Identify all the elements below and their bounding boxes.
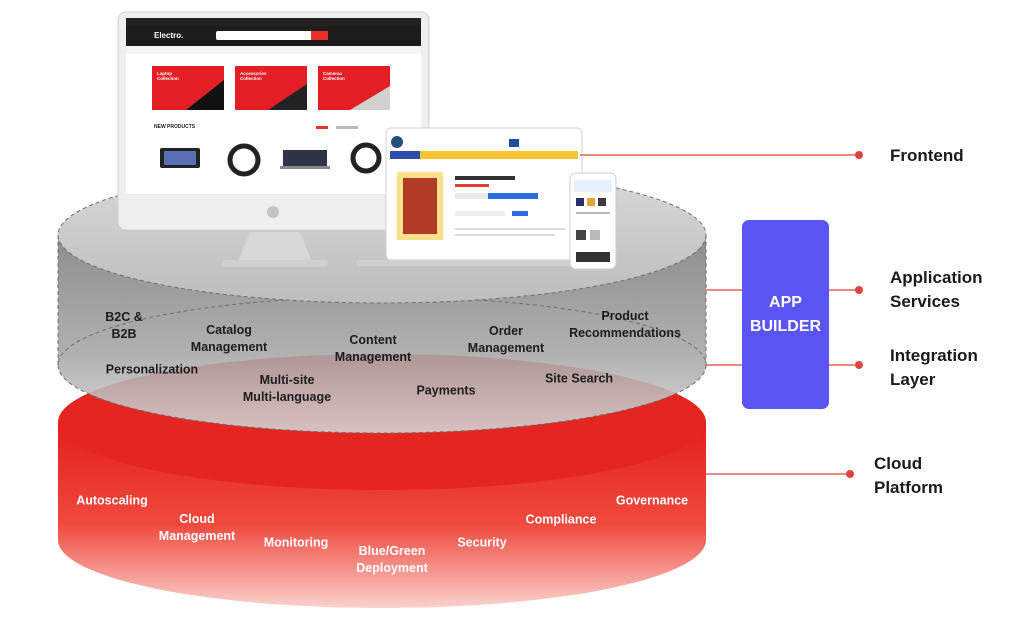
laptop-mockup (356, 127, 606, 266)
phone-mockup (569, 172, 617, 270)
label-frontend: Frontend (890, 146, 964, 165)
new-products-heading: NEW PRODUCTS (154, 124, 196, 130)
feature-site-search: Site Search (544, 371, 614, 386)
promo-cameras: Cameras Collection (323, 71, 345, 81)
connector-integration-layer (706, 361, 863, 369)
apple-logo-icon (267, 206, 279, 218)
feature-content-management: Content Management (334, 333, 412, 364)
label-cloud-platform: Cloud Platform (874, 454, 943, 497)
app-builder-block: APP BUILDER (742, 220, 829, 409)
storefront-logo: Electro. (154, 31, 184, 40)
feature-cloud-management: Cloud Management (158, 512, 236, 543)
feature-catalog-management: Catalog Management (190, 323, 268, 354)
app-builder-line2: BUILDER (749, 317, 822, 335)
feature-product-recommendations: Product Recommendations (569, 309, 681, 340)
desktop-monitor (117, 11, 430, 267)
app-builder-line1: APP (769, 293, 802, 311)
connector-application-services (706, 286, 863, 294)
feature-multi-site: Multi-site Multi-language (242, 373, 332, 404)
connector-frontend (580, 151, 863, 159)
feature-security: Security (457, 535, 507, 550)
feature-order-management: Order Management (467, 324, 545, 355)
feature-monitoring: Monitoring (263, 535, 329, 550)
feature-compliance: Compliance (525, 512, 597, 527)
promo-accessories: Accessories Collection (240, 71, 267, 81)
feature-blue-green-deployment: Blue/Green Deployment (356, 544, 428, 575)
promo-laptop: Laptop Collection (157, 71, 179, 81)
feature-autoscaling: Autoscaling (76, 493, 148, 508)
feature-governance: Governance (615, 493, 689, 508)
feature-personalization: Personalization (105, 362, 199, 377)
label-integration-layer: Integration Layer (890, 346, 978, 389)
label-application-services: Application Services (890, 268, 983, 311)
feature-b2c-b2b: B2C & B2B (105, 310, 143, 341)
feature-payments: Payments (416, 383, 476, 398)
connector-cloud-platform (706, 470, 854, 478)
